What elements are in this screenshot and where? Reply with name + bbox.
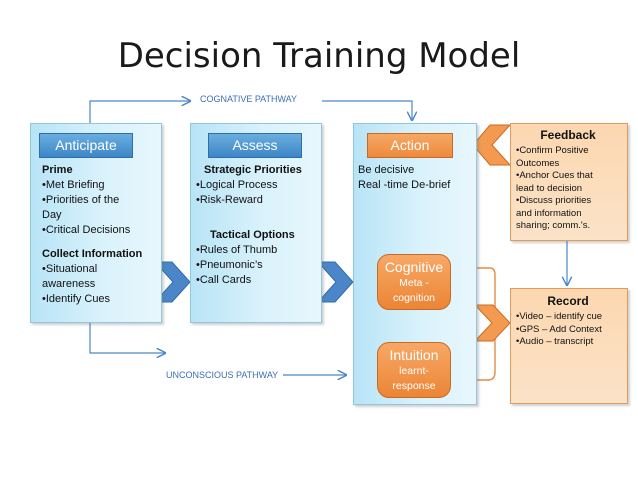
intuition-line-1: learnt- [399,365,429,377]
list-item: •Identify Cues [42,293,111,305]
assess-content: Strategic Priorities •Logical Process •R… [196,163,318,288]
list-item: •Audio – transcript [516,336,594,347]
list-item: •Call Cards [196,274,252,286]
list-item: •Pneumonic’s [196,259,263,271]
cognitive-pathway-line [89,101,190,123]
action-content: Be decisive Real -time De-brief [358,163,474,193]
anticipate-header: Anticipate [39,133,133,158]
intuition-line-2: response [392,380,436,392]
list-item: •Video – identify cue [516,311,603,322]
list-item: •Critical Decisions [42,224,131,236]
cognitive-pathway-label: COGNATIVE PATHWAY [200,94,298,104]
list-item: sharing; comm.'s. [516,220,591,231]
intuition-pill: Intuition learnt- response [377,342,451,398]
list-item: •Rules of Thumb [196,244,278,256]
list-item: •Situational [42,263,98,275]
cognitive-line-1: Meta - [399,277,429,289]
record-box [510,288,628,404]
chevron-arrow-1 [153,261,191,303]
action-header: Action [367,133,453,158]
anticipate-content: Prime •Met Briefing •Priorities of the D… [42,163,158,307]
chevron-arrow-2 [316,261,354,303]
feedback-content: •Confirm Positive Outcomes •Anchor Cues … [516,145,624,233]
record-content: •Video – identify cue •GPS – Add Context… [516,311,626,349]
list-item: Outcomes [516,157,560,169]
feedback-chevron [472,124,512,166]
list-item: •Met Briefing [42,179,105,191]
list-item: •Anchor Cues that [516,170,593,181]
list-item: Day [42,209,62,221]
list-item: Real -time De-brief [358,179,451,191]
list-item: •GPS – Add Context [516,323,602,335]
list-item: •Discuss priorities [516,195,592,206]
list-item: •Priorities of the [42,194,120,206]
list-item: •Risk-Reward [196,194,263,206]
page-title: Decision Training Model [117,36,521,76]
tactical-heading: Tactical Options [210,229,295,241]
list-item: •Logical Process [196,179,278,191]
prime-heading: Prime [42,164,73,176]
list-item: lead to decision [516,182,583,194]
unconscious-pathway-line [89,322,165,353]
cognitive-line-2: cognition [392,292,436,304]
feedback-box [510,123,628,241]
list-item: awareness [42,278,96,290]
cognitive-title: Cognitive [384,259,444,275]
cognitive-pill: Cognitive Meta - cognition [377,254,451,310]
assess-header: Assess [208,133,302,158]
intuition-title: Intuition [389,347,439,363]
feedback-header: Feedback [540,128,596,142]
cognitive-pathway-line-right [322,100,412,120]
record-chevron [473,304,511,342]
strategic-heading: Strategic Priorities [204,164,302,176]
unconscious-pathway-label: UNCONSCIOUS PATHWAY [166,370,279,380]
list-item: Be decisive [358,164,415,176]
list-item: •Confirm Positive [516,145,589,156]
list-item: and information [516,207,582,219]
record-header: Record [547,294,589,308]
collect-heading: Collect Information [42,248,143,260]
